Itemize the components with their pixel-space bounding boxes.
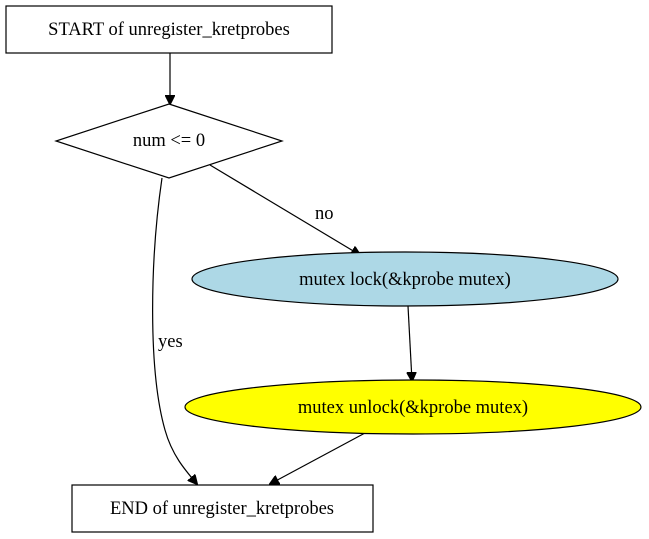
edge-decision-to-lock: no: [209, 164, 360, 255]
edge-label-yes: yes: [158, 332, 183, 352]
node-decision-label: num <= 0: [133, 131, 205, 151]
edge-lock-to-unlock: [408, 305, 412, 381]
node-mutex-unlock[interactable]: mutex unlock(&kprobe mutex): [184, 379, 642, 435]
node-end[interactable]: END of unregister_kretprobes: [71, 484, 374, 533]
node-mutex-unlock-label: mutex unlock(&kprobe mutex): [298, 398, 528, 418]
node-end-label: END of unregister_kretprobes: [110, 499, 334, 519]
edge-unlock-to-end: [270, 432, 366, 484]
node-mutex-lock-label: mutex lock(&kprobe mutex): [299, 270, 511, 290]
node-start-label: START of unregister_kretprobes: [48, 20, 290, 40]
edge-label-no: no: [315, 204, 334, 224]
node-mutex-lock[interactable]: mutex lock(&kprobe mutex): [191, 251, 619, 307]
node-start[interactable]: START of unregister_kretprobes: [5, 5, 333, 54]
edge-decision-to-end: yes: [152, 177, 197, 484]
node-decision[interactable]: num <= 0: [54, 103, 284, 179]
